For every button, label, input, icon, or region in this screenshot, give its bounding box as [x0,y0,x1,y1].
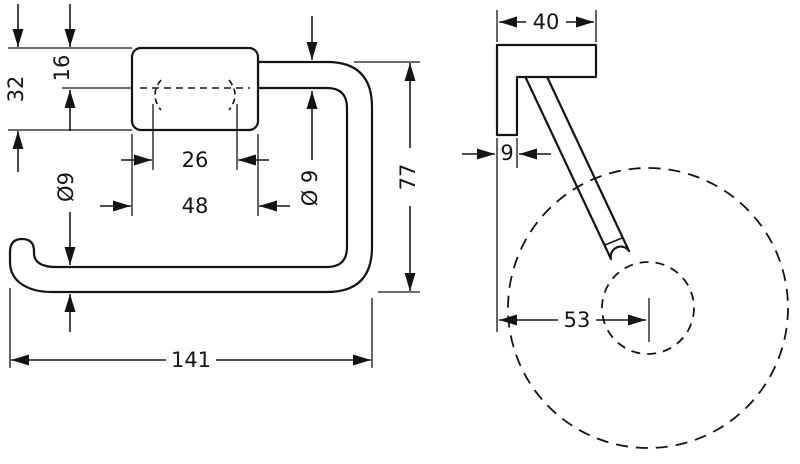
dimension-label-plate-width: 48 [182,194,209,218]
dimension-label-overall-height: 77 [396,164,420,191]
roll-core-circle [601,261,695,355]
dimension-label-bar-offset: 16 [50,55,74,82]
dimension-bar-offset: 16 [50,4,132,131]
dimension-label-overall-width: 141 [171,348,211,372]
arm-tip-line [604,237,623,246]
dimension-overall-height: 77 [354,61,420,293]
dimension-label-hole-spacing: 26 [182,148,209,172]
dimension-label-bar-diameter-lower: Ø9 [54,172,78,202]
dimension-bar-diameter-upper: Ø 9 [298,16,322,206]
dimension-overall-width: 141 [9,288,373,372]
roll-outline-circle [507,167,789,449]
mounting-plate [130,46,260,132]
dimension-bar-diameter-lower: Ø9 [54,172,78,332]
roll-arm [522,64,631,261]
dimension-roll-center-offset: 53 [499,298,650,342]
dimension-plate-width: 48 [100,134,290,218]
wall-bracket [495,43,598,137]
dimension-plate-height: 32 [4,4,132,172]
hidden-lines [140,79,250,111]
hidden-hole-right [228,79,236,111]
dimension-label-depth: 40 [533,10,560,34]
holder-outline [8,60,374,294]
dimension-plate-thickness: 9 [462,138,551,332]
front-view: 32 16 Ø9 26 48 [4,4,420,372]
dimension-depth: 40 [496,10,597,42]
dimension-label-plate-thickness: 9 [500,141,513,165]
hidden-hole-left [154,79,162,111]
side-view: 40 9 53 [462,10,789,449]
dimension-hole-spacing: 26 [121,104,269,172]
dimension-label-bar-diameter-upper: Ø 9 [298,170,322,207]
dimension-label-plate-height: 32 [4,76,28,103]
dimension-label-roll-center-offset: 53 [564,308,591,332]
